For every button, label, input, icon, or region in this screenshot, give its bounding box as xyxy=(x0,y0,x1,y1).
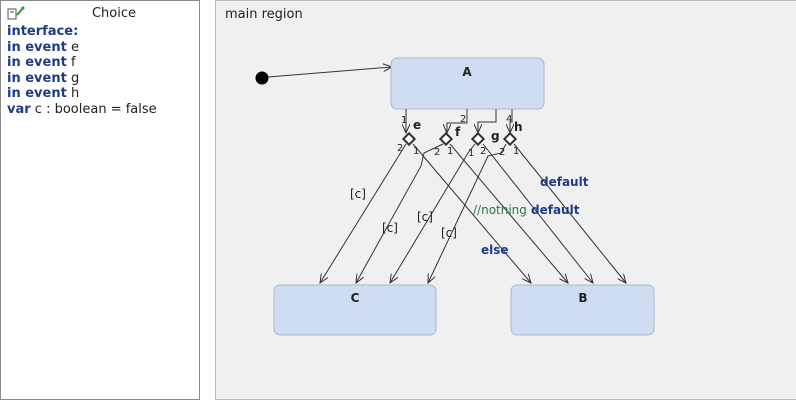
transition-g-to-b[interactable] xyxy=(482,143,593,283)
priority-label: 2 xyxy=(434,147,440,158)
priority-label: 2 xyxy=(460,114,466,125)
comment-label: //nothing xyxy=(473,203,527,217)
state-c[interactable] xyxy=(273,284,437,336)
state-b-label: B xyxy=(578,291,587,305)
priority-label: 4 xyxy=(506,114,512,125)
transition-a-to-choice-h[interactable] xyxy=(510,109,512,133)
transition-f-to-b[interactable] xyxy=(449,143,568,283)
else-label: else xyxy=(481,243,509,257)
choice-h[interactable] xyxy=(502,131,518,147)
priority-label: 1 xyxy=(413,146,419,157)
state-a-label: A xyxy=(462,65,472,79)
default-label: default xyxy=(531,203,580,217)
declarations[interactable]: interface: in event e in event f in even… xyxy=(7,24,157,117)
priority-label: 1 xyxy=(447,146,453,157)
transition-e-to-b[interactable] xyxy=(412,143,531,283)
event-label-g: g xyxy=(491,129,500,143)
region-label: main region xyxy=(225,7,303,22)
guard-label: [c] xyxy=(441,226,457,240)
transition-g-to-c[interactable] xyxy=(390,143,476,283)
declaration-line: var c : boolean = false xyxy=(7,101,157,117)
transition-f-to-c[interactable] xyxy=(356,143,444,283)
transition-e-to-c[interactable] xyxy=(320,143,407,283)
state-c-label: C xyxy=(351,291,360,305)
transition-h-to-b[interactable] xyxy=(513,143,626,283)
state-b[interactable] xyxy=(510,284,655,336)
definition-panel: Choice interface: in event e in event f … xyxy=(0,0,200,400)
declaration-line: in event h xyxy=(7,86,80,101)
declaration-line: in event g xyxy=(7,70,80,86)
priority-label: 2 xyxy=(397,143,403,154)
choice-e[interactable] xyxy=(401,131,417,147)
event-label-f: f xyxy=(455,125,461,139)
transition-a-to-choice-g[interactable] xyxy=(478,109,497,133)
priority-label: 2 xyxy=(480,146,486,157)
priority-label: 2 xyxy=(499,147,505,158)
priority-label: 1 xyxy=(401,115,407,126)
guard-label: [c] xyxy=(350,187,366,201)
transition-a-to-choice-f[interactable] xyxy=(447,109,468,133)
guard-label: [c] xyxy=(382,221,398,235)
priority-label: 1 xyxy=(468,148,474,159)
panel-title: Choice xyxy=(91,6,137,21)
event-label-e: e xyxy=(413,118,421,132)
initial-state[interactable] xyxy=(255,71,269,85)
choice-g[interactable] xyxy=(470,131,486,147)
declaration-line: in event e xyxy=(7,39,79,55)
transition-initial[interactable] xyxy=(267,67,392,78)
main-region[interactable]: main region A C B xyxy=(215,0,796,400)
statechart-icon xyxy=(7,6,25,20)
guard-label: [c] xyxy=(417,210,433,224)
declaration-line: in event f xyxy=(7,55,76,70)
priority-label: 1 xyxy=(513,146,519,157)
default-label: default xyxy=(540,175,589,189)
event-label-h: h xyxy=(514,120,523,134)
statechart-diagram[interactable]: A C B e f g h 1 2 4 xyxy=(216,1,796,399)
transition-h-to-c[interactable] xyxy=(428,143,507,283)
declaration-line: interface: xyxy=(7,24,79,39)
choice-f[interactable] xyxy=(438,131,454,147)
